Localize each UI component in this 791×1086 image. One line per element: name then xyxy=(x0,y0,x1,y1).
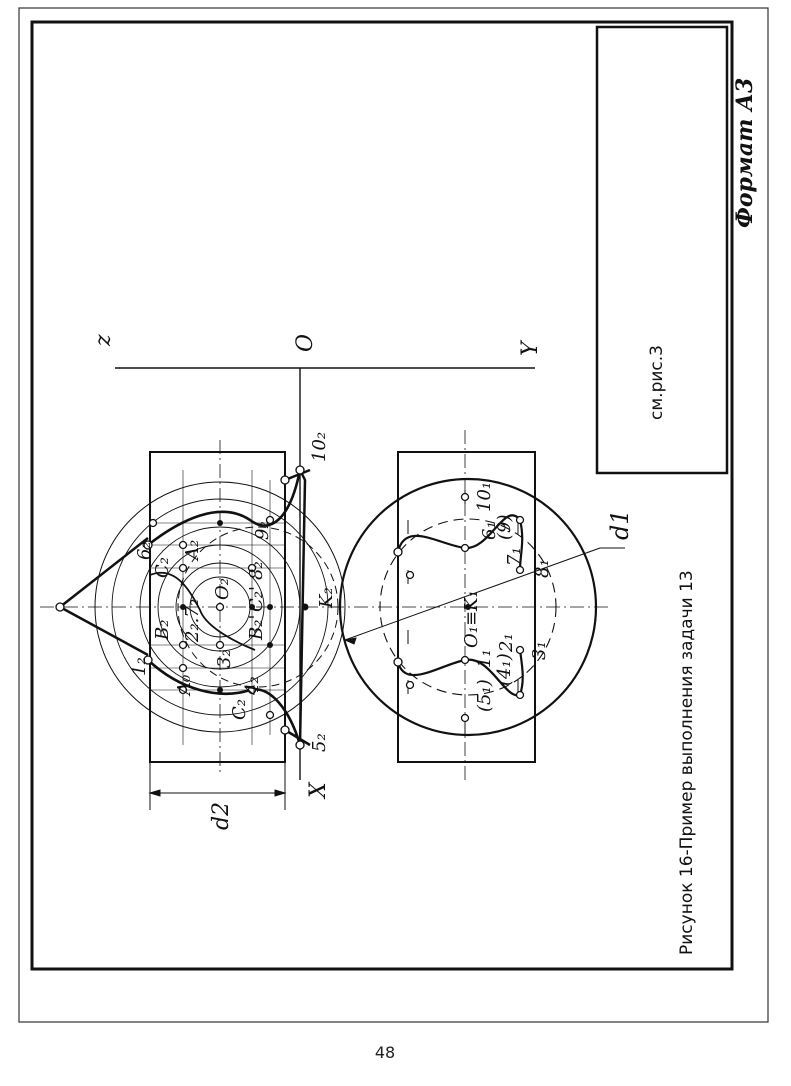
front-view-points xyxy=(55,465,305,750)
axis-label-z: z xyxy=(91,334,116,347)
svg-text:6₁: 6₁ xyxy=(479,521,500,540)
front-view-filled-points xyxy=(180,520,309,693)
svg-text:B₂: B₂ xyxy=(152,620,173,641)
svg-text:3₂: 3₂ xyxy=(214,649,235,668)
page-number: 48 xyxy=(374,1043,396,1062)
svg-text:A₂: A₂ xyxy=(182,540,203,562)
svg-text:1₁: 1₁ xyxy=(474,649,495,668)
title-block-reference: см.рис.3 xyxy=(647,345,667,420)
axis-label-y: Y xyxy=(518,339,543,356)
axis-label-o: O xyxy=(293,334,318,352)
drawing-frame xyxy=(30,20,734,971)
front-view xyxy=(40,440,346,810)
axis-label-x: X xyxy=(306,781,331,800)
svg-text:9₂: 9₂ xyxy=(252,521,273,540)
intersection-curve-right xyxy=(147,469,302,547)
cone-silhouette xyxy=(59,537,149,657)
svg-text:5₂: 5₂ xyxy=(309,733,330,752)
svg-text:O₂: O₂ xyxy=(212,578,233,600)
svg-text:K₂: K₂ xyxy=(316,587,337,609)
projection-axes xyxy=(115,367,535,780)
sphere-outline-large xyxy=(94,481,346,733)
svg-text:C₂: C₂ xyxy=(152,557,173,578)
dimension-d1-leader xyxy=(344,547,601,641)
svg-text:10₂: 10₂ xyxy=(309,432,330,462)
svg-text:8₂: 8₂ xyxy=(246,561,267,580)
svg-text:C₂': C₂' xyxy=(246,586,267,612)
dimension-d1-label: d1 xyxy=(606,509,634,540)
svg-text:B₂': B₂' xyxy=(246,615,267,641)
svg-text:C₂: C₂ xyxy=(229,699,250,720)
top-view-points xyxy=(393,492,525,723)
format-label: Формат А3 xyxy=(732,78,758,228)
svg-text:8₁: 8₁ xyxy=(532,559,553,578)
svg-text:(4₁): (4₁) xyxy=(494,653,515,686)
svg-text:A₀: A₀ xyxy=(174,675,195,697)
outer-border xyxy=(18,7,769,1023)
dimension-d2-label: d2 xyxy=(209,802,234,830)
svg-text:6₂: 6₂ xyxy=(134,541,155,560)
intersection-curve-inner xyxy=(149,572,256,651)
svg-text:1₂: 1₂ xyxy=(129,657,150,676)
top-view-curve-left xyxy=(396,649,524,697)
svg-text:7₁: 7₁ xyxy=(504,547,525,566)
svg-text:2₁: 2₁ xyxy=(496,633,517,653)
svg-text:3₁: 3₁ xyxy=(529,641,550,660)
figure-caption: Рисунок 16-Пример выполнения задачи 13 xyxy=(677,570,697,955)
title-block xyxy=(595,25,729,475)
front-view-labels: 10₂ 5₂ 1₂ 6₂ C₂ B₂ 2₂.7₂ A₂ O₂ 8₂ 9₂ 3₂ … xyxy=(129,432,337,752)
svg-text:10₁: 10₁ xyxy=(474,482,495,512)
svg-text:(9): (9) xyxy=(494,515,515,541)
top-view-curve-right xyxy=(396,514,524,571)
svg-text:4₂: 4₂ xyxy=(242,676,263,696)
svg-text:2₂.7₂: 2₂.7₂ xyxy=(182,599,203,643)
svg-text:O₁≡K₁: O₁≡K₁ xyxy=(461,590,482,648)
svg-text:(5₁): (5₁) xyxy=(474,679,495,712)
top-view-labels: O₁≡K₁ 6₁ 10₁ (9) 7₁ 8₁ 1₁ (4₁) 2₁ (5₁) 3… xyxy=(461,482,553,712)
